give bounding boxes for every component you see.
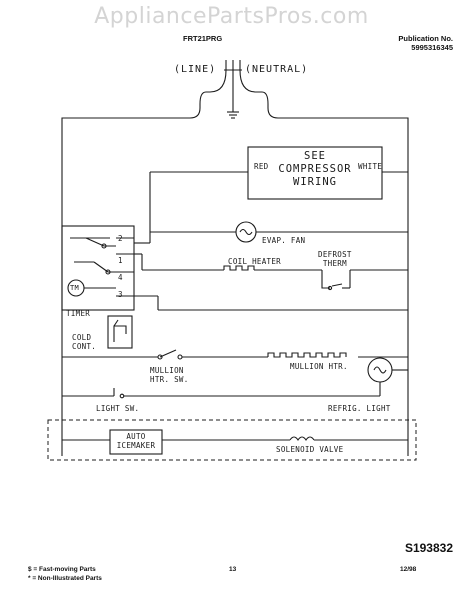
publication-number: 5995316345: [411, 43, 453, 52]
auto-icemaker-line-1: AUTO: [126, 432, 146, 441]
timer-terminal-2: 2: [118, 234, 123, 243]
refrig-light-label: REFRIG. LIGHT: [328, 404, 391, 413]
revision-date: 12/98: [400, 566, 417, 573]
timer-terminal-1: 1: [118, 256, 123, 265]
neutral-label: (NEUTRAL): [245, 64, 309, 75]
timer-motor-label: TM: [70, 284, 80, 292]
defrost-therm-line-1: DEFROST: [318, 250, 352, 259]
legend-fast-moving: $ = Fast-moving Parts: [28, 566, 96, 573]
mullion-htr-switch-line-1: MULLION: [150, 366, 184, 375]
auto-icemaker-line-2: ICEMAKER: [116, 441, 156, 450]
red-wire-label: RED: [254, 162, 269, 171]
line-label: (LINE): [174, 64, 217, 75]
evap-fan-label: EVAP. FAN: [262, 236, 306, 245]
cold-control-label: COLD CONT.: [72, 333, 96, 351]
white-wire-label: WHITE: [358, 162, 383, 171]
mullion-htr-switch-label: MULLION HTR. SW.: [150, 366, 189, 384]
compressor-wiring-box: SEE COMPRESSOR WIRING: [252, 150, 378, 189]
publication-label: Publication No.: [398, 34, 453, 43]
cold-control-line-1: COLD: [72, 333, 92, 342]
light-switch-label: LIGHT SW.: [96, 404, 140, 413]
compressor-line-1: SEE: [304, 150, 326, 162]
defrost-therm-label: DEFROST THERM: [318, 250, 352, 268]
watermark: AppliancePartsPros.com: [94, 4, 369, 29]
timer-terminal-3: 3: [118, 290, 123, 299]
compressor-line-2: COMPRESSOR: [278, 163, 352, 175]
mullion-htr-switch-line-2: HTR. SW.: [150, 375, 189, 384]
solenoid-valve-label: SOLENOID VALVE: [276, 445, 344, 454]
defrost-therm-line-2: THERM: [322, 259, 347, 268]
timer-terminal-4: 4: [118, 273, 123, 282]
cold-control-line-2: CONT.: [72, 342, 97, 351]
page-number: 13: [229, 566, 237, 573]
mullion-heater-label: MULLION HTR.: [290, 362, 348, 371]
timer-label: TIMER: [66, 309, 91, 318]
power-plug-icon: [224, 60, 242, 119]
compressor-line-3: WIRING: [293, 176, 337, 188]
auto-icemaker-label: AUTO ICEMAKER: [112, 432, 160, 450]
coil-heater-label: COIL HEATER: [228, 257, 281, 266]
figure-id: S193832: [404, 541, 453, 555]
legend-non-illustrated: * = Non-Illustrated Parts: [28, 575, 102, 582]
model-number: FRT21PRG: [183, 34, 223, 43]
publication-block: Publication No. 5995316345: [398, 34, 453, 52]
